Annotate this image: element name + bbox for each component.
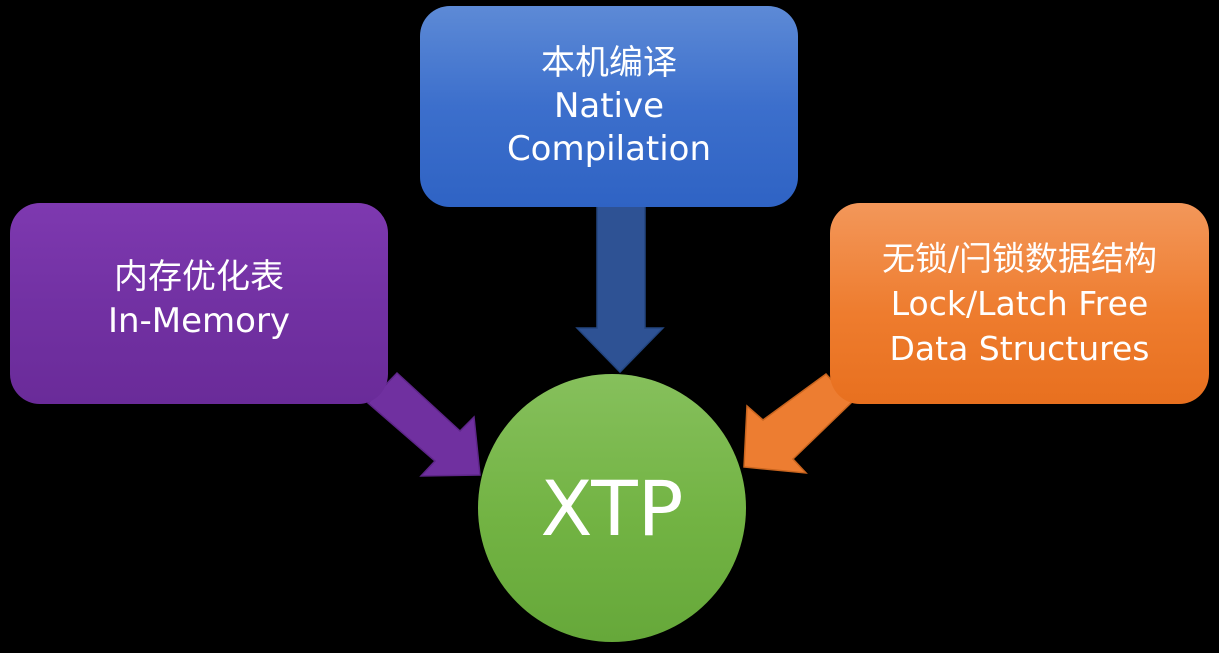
arrow-inmemory-to-xtp bbox=[366, 371, 481, 477]
node-xtp-label: XTP bbox=[540, 463, 684, 553]
node-xtp-center: XTP bbox=[478, 374, 746, 642]
node-lockfree-label-en2: Data Structures bbox=[889, 329, 1150, 369]
node-lockfree-label-en1: Lock/Latch Free bbox=[890, 283, 1149, 323]
node-native-label-en1: Native bbox=[553, 85, 665, 126]
arrow-native-to-xtp bbox=[575, 205, 665, 374]
arrow-lockfree-to-xtp bbox=[743, 373, 854, 474]
node-inmemory-label-en: In-Memory bbox=[107, 300, 291, 341]
node-in-memory: 内存优化表 In-Memory bbox=[10, 203, 388, 404]
node-lockfree-label-zh: 无锁/闩锁数据结构 bbox=[881, 238, 1158, 278]
node-lock-latch-free: 无锁/闩锁数据结构 Lock/Latch Free Data Structure… bbox=[830, 203, 1209, 404]
node-native-label-zh: 本机编译 bbox=[541, 42, 677, 83]
node-native-label-en2: Compilation bbox=[506, 129, 712, 170]
node-native-compilation: 本机编译 Native Compilation bbox=[420, 6, 798, 207]
node-inmemory-label-zh: 内存优化表 bbox=[114, 257, 284, 298]
